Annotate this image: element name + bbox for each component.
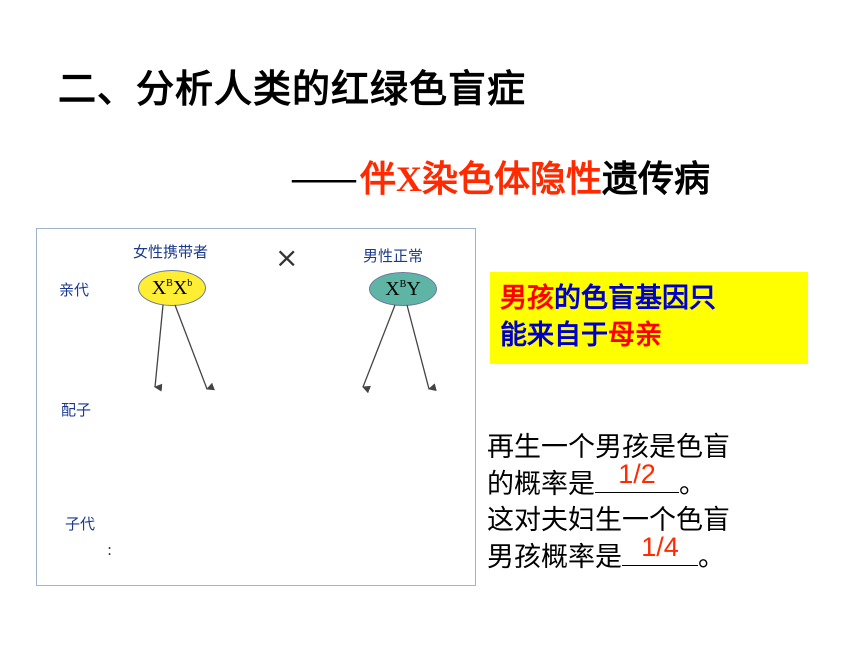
arrow-male-right	[406, 304, 437, 392]
subtitle-dash: ——	[290, 159, 358, 200]
q1-line2: 的概率是 1/2 。	[487, 459, 817, 503]
subtitle-red-1: 伴	[360, 159, 397, 200]
slide-title: 二、分析人类的红绿色盲症	[58, 67, 527, 111]
female-carrier-label: 女性携带者	[133, 243, 209, 261]
callout-red-2: 母亲	[608, 320, 662, 351]
q1-blank: 1/2	[595, 459, 679, 493]
callout-red-1: 男孩	[500, 283, 554, 314]
q1-line1: 再生一个男孩是色盲	[487, 432, 730, 463]
male-allele-1: X	[385, 277, 400, 300]
gamete-arrows	[154, 304, 437, 394]
callout-box: 男孩的色盲基因只 能来自于母亲	[490, 272, 808, 364]
q2-prefix: 男孩概率是	[487, 542, 622, 573]
slide-subtitle: ——伴X染色体隐性遗传病	[290, 150, 710, 202]
arrow-female-right	[174, 304, 215, 391]
male-allele-2: Y	[406, 277, 421, 300]
female-allele-2-sup: b	[187, 277, 193, 289]
female-allele-1: X	[151, 276, 167, 299]
row-label-parent: 亲代	[59, 281, 90, 299]
cross-symbol: ×	[275, 241, 299, 274]
subtitle-red-2: 染色体隐性	[422, 159, 603, 200]
q2-line2: 男孩概率是 1/4 。	[487, 532, 817, 576]
q1-prefix: 的概率是	[487, 469, 595, 500]
female-allele-2: X	[172, 276, 188, 299]
q2-line1: 这对夫妇生一个色盲	[487, 505, 730, 536]
arrow-female-left	[154, 304, 164, 392]
male-allele-1-sup: B	[399, 278, 407, 290]
row-label-offspring: 子代	[65, 515, 96, 533]
row-label-gamete: 配子	[61, 401, 92, 419]
subtitle-black: 遗传病	[602, 159, 711, 200]
subtitle-red-x: X	[396, 159, 423, 199]
female-allele-1-sup: B	[166, 277, 173, 289]
q2-blank: 1/4	[622, 532, 698, 566]
callout-blue-1: 的色盲基因只	[554, 283, 716, 314]
q1-end: 。	[679, 469, 706, 500]
question-text: 再生一个男孩是色盲 的概率是 1/2 。 这对夫妇生一个色盲 男孩概率是 1/4 。	[487, 430, 817, 576]
q1-answer: 1/2	[618, 459, 656, 489]
callout-blue-2: 能来自于	[500, 320, 608, 351]
arrow-male-left	[362, 304, 396, 394]
q2-end: 。	[698, 542, 725, 573]
offspring-colon: :	[107, 541, 113, 559]
q2-answer: 1/4	[641, 532, 679, 562]
male-normal-label: 男性正常	[363, 247, 424, 265]
